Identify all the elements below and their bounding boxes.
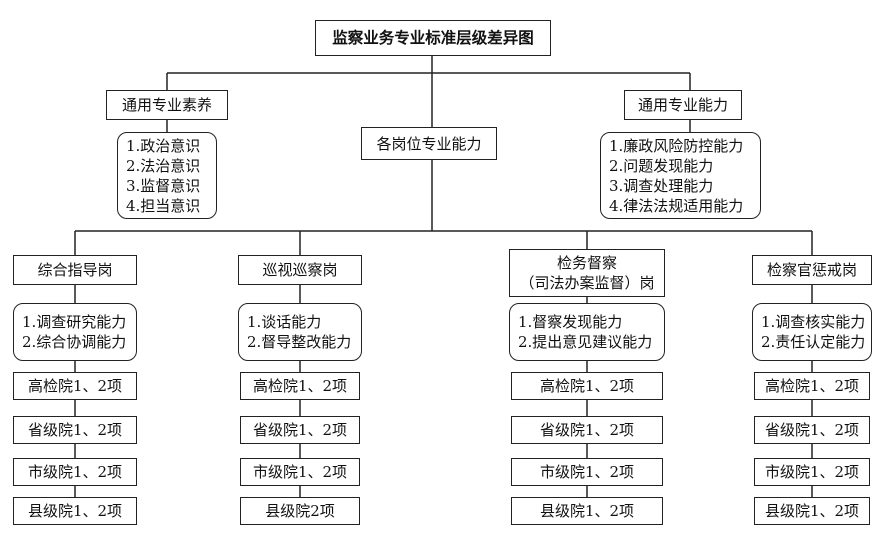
list-item: 2.问题发现能力 [609,156,714,175]
list-item: 1.调查研究能力 [22,313,127,331]
list-item: 1.谈话能力 [247,313,322,331]
level-box: 省级院1、2项 [754,416,870,444]
level-box: 省级院1、2项 [13,416,137,444]
level-box: 高检院1、2项 [13,372,137,400]
post-header-1: 综合指导岗 [13,255,137,285]
list-item: 2.提出意见建议能力 [518,333,653,351]
list-item: 3.调查处理能力 [609,176,714,195]
general-quality-list: 1.政治意识 2.法治意识 3.监督意识 4.担当意识 [117,132,217,219]
post-header-3-line: 检务督察 [556,254,617,272]
list-item: 2.督导整改能力 [247,333,352,351]
level-box: 县级院2项 [240,497,360,525]
level-box: 县级院1、2项 [511,497,663,525]
diagram-title: 监察业务专业标准层级差异图 [315,20,551,56]
general-quality-box: 通用专业素养 [106,90,228,120]
level-box: 省级院1、2项 [511,416,663,444]
list-item: 1.调查核实能力 [761,313,866,331]
post-header-2: 巡视巡察岗 [238,255,362,285]
list-item: 2.综合协调能力 [22,333,127,351]
level-box: 市级院1、2项 [240,458,360,486]
general-ability-list: 1.廉政风险防控能力 2.问题发现能力 3.调查处理能力 4.律法法规适用能力 [600,132,761,219]
level-box: 市级院1、2项 [13,458,137,486]
post-ability-list-3: 1.督察发现能力 2.提出意见建议能力 [509,303,665,361]
post-header-3: 检务督察 （司法办案监督）岗 [509,249,665,297]
post-ability-list-4: 1.调查核实能力 2.责任认定能力 [752,303,872,361]
post-header-4: 检察官惩戒岗 [752,255,872,285]
list-item: 1.政治意识 [126,136,201,155]
post-ability-box: 各岗位专业能力 [361,127,497,160]
post-header-3-line: （司法办案监督）岗 [519,274,655,292]
level-box: 省级院1、2项 [240,416,360,444]
list-item: 2.法治意识 [126,156,201,175]
post-ability-list-1: 1.调查研究能力 2.综合协调能力 [13,303,137,361]
list-item: 2.责任认定能力 [761,333,866,351]
level-box: 高检院1、2项 [511,372,663,400]
level-box: 高检院1、2项 [240,372,360,400]
level-box: 县级院1、2项 [754,497,870,525]
level-box: 市级院1、2项 [754,458,870,486]
general-ability-box: 通用专业能力 [624,90,742,120]
level-box: 市级院1、2项 [511,458,663,486]
level-box: 县级院1、2项 [13,497,137,525]
list-item: 3.监督意识 [126,176,201,195]
list-item: 1.廉政风险防控能力 [609,136,744,155]
list-item: 4.律法法规适用能力 [609,196,744,215]
list-item: 1.督察发现能力 [518,313,623,331]
post-ability-list-2: 1.谈话能力 2.督导整改能力 [238,303,362,361]
list-item: 4.担当意识 [126,196,201,215]
level-box: 高检院1、2项 [754,372,870,400]
